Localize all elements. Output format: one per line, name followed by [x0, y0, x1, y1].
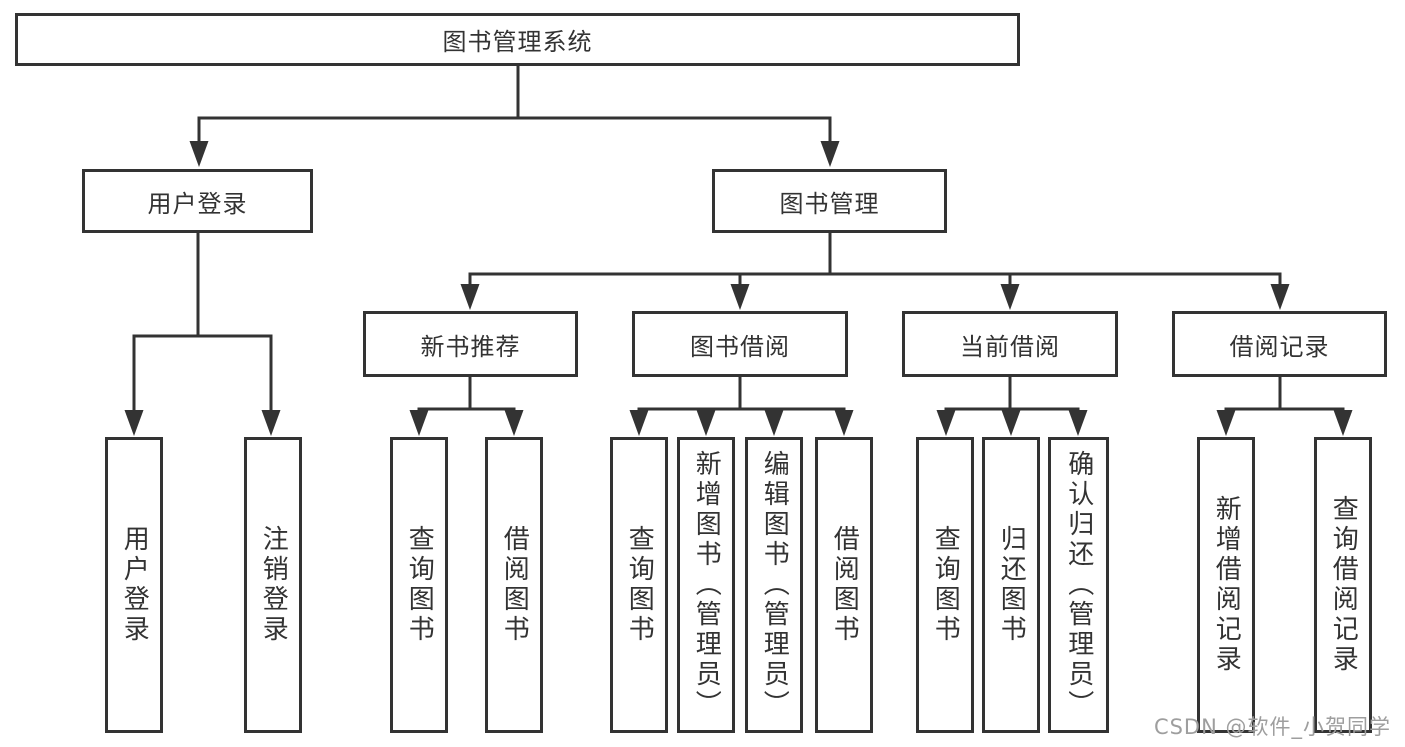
leaf-box-query-books-recommend: 查询图书: [390, 437, 448, 733]
leaf-box-borrow-books-recommend: 借阅图书: [485, 437, 543, 733]
leaf-box-user-login: 用户登录: [105, 437, 163, 733]
group-box-new-book-recommend: 新书推荐: [363, 311, 578, 377]
leaf-box-logout: 注销登录: [244, 437, 302, 733]
branch-box-book-management: 图书管理: [712, 169, 947, 233]
leaf-box-query-books-current: 查询图书: [916, 437, 974, 733]
csdn-watermark: CSDN @软件_小贺同学: [1153, 715, 1391, 739]
arrowheads: [124, 141, 1353, 436]
group-box-book-borrow: 图书借阅: [632, 311, 848, 377]
leaf-box-add-borrow-record: 新增借阅记录: [1197, 437, 1255, 733]
leaf-box-confirm-return-admin: 确认归还（管理员）: [1048, 437, 1109, 733]
leaf-box-edit-books-admin: 编辑图书（管理员）: [745, 437, 803, 733]
leaf-box-query-borrow-record: 查询借阅记录: [1314, 437, 1372, 733]
leaf-box-add-books-admin: 新增图书（管理员）: [677, 437, 735, 733]
leaf-box-return-books: 归还图书: [982, 437, 1040, 733]
leaf-box-borrow-books: 借阅图书: [815, 437, 873, 733]
group-box-borrow-record: 借阅记录: [1172, 311, 1387, 377]
root-box-library-management-system: 图书管理系统: [15, 13, 1020, 66]
group-box-current-borrow: 当前借阅: [902, 311, 1118, 377]
leaf-box-query-books-borrow: 查询图书: [610, 437, 668, 733]
branch-box-user-login: 用户登录: [82, 169, 313, 233]
